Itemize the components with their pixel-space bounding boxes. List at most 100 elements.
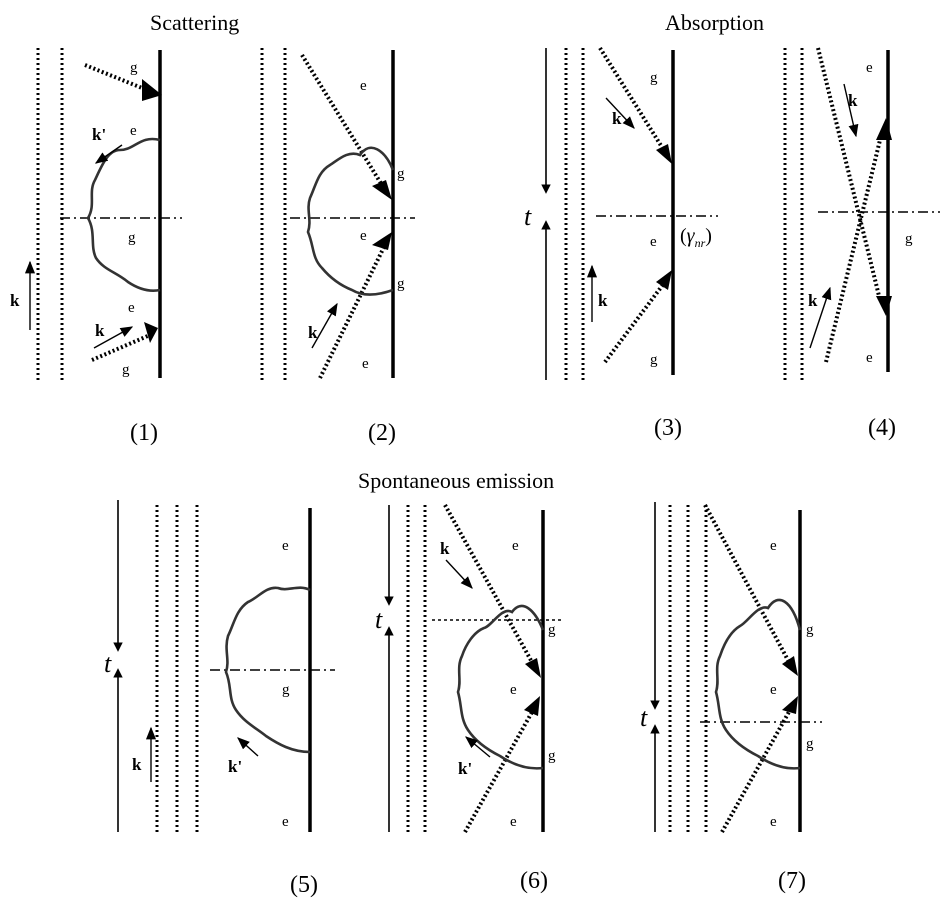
diagram-number-4: (4) — [868, 415, 896, 441]
photon-arrowhead — [142, 79, 162, 101]
photon-label-k: k — [10, 291, 20, 310]
state-label-g: g — [806, 736, 814, 752]
photon-label-k: k — [612, 109, 622, 128]
state-label-g: g — [548, 622, 556, 638]
photon-arrowhead — [782, 696, 798, 714]
outgoing-photon-line — [720, 709, 792, 833]
k-arrow — [809, 286, 832, 349]
state-label-g: g — [130, 60, 138, 76]
outgoing-photon-line — [91, 333, 151, 362]
photon-arrowhead — [372, 180, 392, 200]
diagram-number-7: (7) — [778, 868, 806, 894]
title-absorption: Absorption — [665, 10, 764, 35]
k-arrow — [445, 559, 473, 589]
state-label-g: g — [282, 682, 290, 698]
diagram-4-absorption: e g e k k — [783, 47, 940, 380]
incoming-photon-line — [84, 63, 153, 94]
title-spontaneous-emission: Spontaneous emission — [358, 468, 554, 493]
k-arrow — [93, 326, 134, 349]
state-label-e: e — [770, 814, 777, 830]
k-arrow — [605, 97, 635, 129]
state-label-e: e — [866, 350, 873, 366]
outgoing-photon-line — [463, 711, 534, 833]
photon-label-k: k — [95, 321, 105, 340]
outgoing-photon-line — [603, 280, 667, 364]
state-label-g: g — [548, 748, 556, 764]
photon-label-k: k — [808, 291, 818, 310]
incoming-photon-line — [598, 46, 667, 154]
state-label-g: g — [806, 622, 814, 638]
state-label-e: e — [128, 300, 135, 316]
diagram-3-absorption: t g e g (γnr) k k — [524, 46, 718, 380]
photon-arrowhead — [144, 322, 158, 343]
state-label-e: e — [282, 814, 289, 830]
title-scattering: Scattering — [150, 10, 239, 35]
photon-arrowhead — [525, 658, 541, 678]
state-label-e: e — [770, 682, 777, 698]
state-label-e: e — [510, 814, 517, 830]
k-prime-arrow — [465, 736, 491, 758]
state-label-g: g — [905, 231, 913, 247]
emitted-photon-wave — [86, 137, 161, 293]
k-prime-arrow — [237, 737, 259, 757]
state-label-e: e — [130, 123, 137, 139]
time-label: t — [104, 649, 112, 678]
state-label-e: e — [650, 234, 657, 250]
state-label-g: g — [122, 362, 130, 378]
incoming-photon-line — [300, 53, 387, 192]
diagram-number-6: (6) — [520, 868, 548, 894]
state-label-e: e — [770, 538, 777, 554]
photon-arrowhead — [656, 144, 672, 164]
photon-line-crossing — [824, 139, 882, 363]
photon-line-crossing — [816, 47, 882, 301]
diagram-number-1: (1) — [130, 420, 158, 446]
photon-label-k-prime: k' — [92, 125, 106, 144]
diagram-1-scattering: g e g e g k' k k — [10, 48, 182, 380]
diagram-number-3: (3) — [654, 415, 682, 441]
k-prime-arrow — [94, 144, 123, 164]
emitted-photon-wave — [306, 146, 395, 296]
state-label-e: e — [866, 60, 873, 76]
photon-label-k-prime: k' — [228, 757, 242, 776]
time-label: t — [524, 202, 532, 231]
state-label-e: e — [360, 78, 367, 94]
incoming-photon-line — [703, 504, 792, 665]
state-label-g: g — [128, 230, 136, 246]
photon-label-k: k — [848, 91, 858, 110]
emitted-photon-wave — [456, 604, 545, 770]
emitted-photon-wave — [714, 598, 802, 770]
photon-label-k: k — [598, 291, 608, 310]
photon-arrowhead — [656, 270, 672, 290]
k-arrow — [843, 83, 859, 138]
time-label: t — [640, 703, 648, 732]
diagram-7-spontaneous-emission: t e g e g e — [640, 502, 822, 833]
photon-arrowhead — [876, 118, 892, 140]
photon-label-k: k — [308, 323, 318, 342]
diagram-number-5: (5) — [290, 872, 318, 898]
state-label-g: g — [397, 166, 405, 182]
state-label-g: g — [650, 352, 658, 368]
k-arrow — [311, 302, 338, 349]
state-label-e: e — [362, 356, 369, 372]
diagram-5-spontaneous-emission: t e g e k' k — [104, 500, 335, 832]
photon-arrowhead — [524, 696, 540, 716]
photon-label-k: k — [132, 755, 142, 774]
state-label-e: e — [510, 682, 517, 698]
state-label-e: e — [512, 538, 519, 554]
emitted-photon-wave — [224, 586, 311, 754]
photon-arrowhead — [876, 296, 892, 316]
incoming-photon-line — [443, 504, 535, 665]
outgoing-photon-line — [318, 244, 387, 379]
state-label-g: g — [397, 276, 405, 292]
photon-arrowhead — [782, 656, 798, 676]
nonradiative-label: (γnr) — [680, 225, 712, 250]
photon-arrowhead — [372, 232, 392, 250]
photon-label-k: k — [440, 539, 450, 558]
state-label-e: e — [360, 228, 367, 244]
state-label-g: g — [650, 70, 658, 86]
diagram-6-spontaneous-emission: t e g e g e k k' — [375, 504, 562, 833]
diagram-2-scattering: e g e g e k — [260, 48, 415, 380]
state-label-e: e — [282, 538, 289, 554]
time-label: t — [375, 605, 383, 634]
